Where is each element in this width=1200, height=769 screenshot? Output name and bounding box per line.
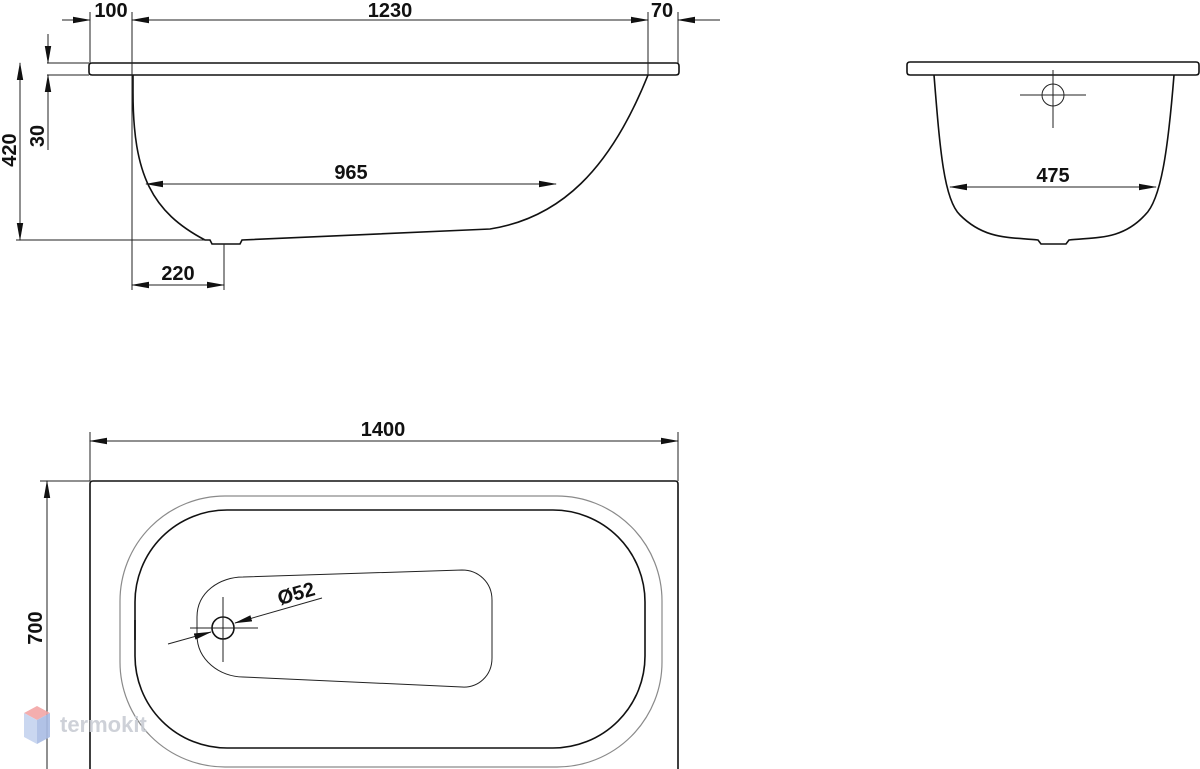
dim-drain-diameter: Ø52 <box>275 578 317 610</box>
dim-line-drain <box>167 631 212 645</box>
dim-rim-thickness: 30 <box>27 125 49 147</box>
end-view: 475 <box>906 61 1200 245</box>
dim-bottom-length: 965 <box>334 162 367 184</box>
dim-total-height: 420 <box>0 133 21 166</box>
plan-view-rim-edge <box>119 495 663 768</box>
side-view-rim <box>88 62 680 76</box>
side-view: 100 1230 70 420 30 965 220 <box>0 0 720 290</box>
plan-view-outline <box>89 480 679 769</box>
dim-drain-offset: 220 <box>161 263 194 285</box>
dim-overall-width: 700 <box>25 611 47 644</box>
plan-view-bottom-plateau <box>196 569 493 688</box>
dim-left-rim: 100 <box>94 0 127 22</box>
dim-inner-length: 1230 <box>368 0 413 22</box>
end-view-bowl <box>933 74 1175 245</box>
watermark-cube-icon <box>24 706 50 744</box>
dim-bottom-width: 475 <box>1036 165 1069 187</box>
end-view-rim <box>906 61 1200 76</box>
dim-right-rim: 70 <box>651 0 673 22</box>
watermark-text: termokit <box>60 712 147 737</box>
dim-overall-length: 1400 <box>361 419 406 441</box>
watermark: termokit <box>24 706 147 744</box>
side-view-bowl <box>132 74 649 245</box>
